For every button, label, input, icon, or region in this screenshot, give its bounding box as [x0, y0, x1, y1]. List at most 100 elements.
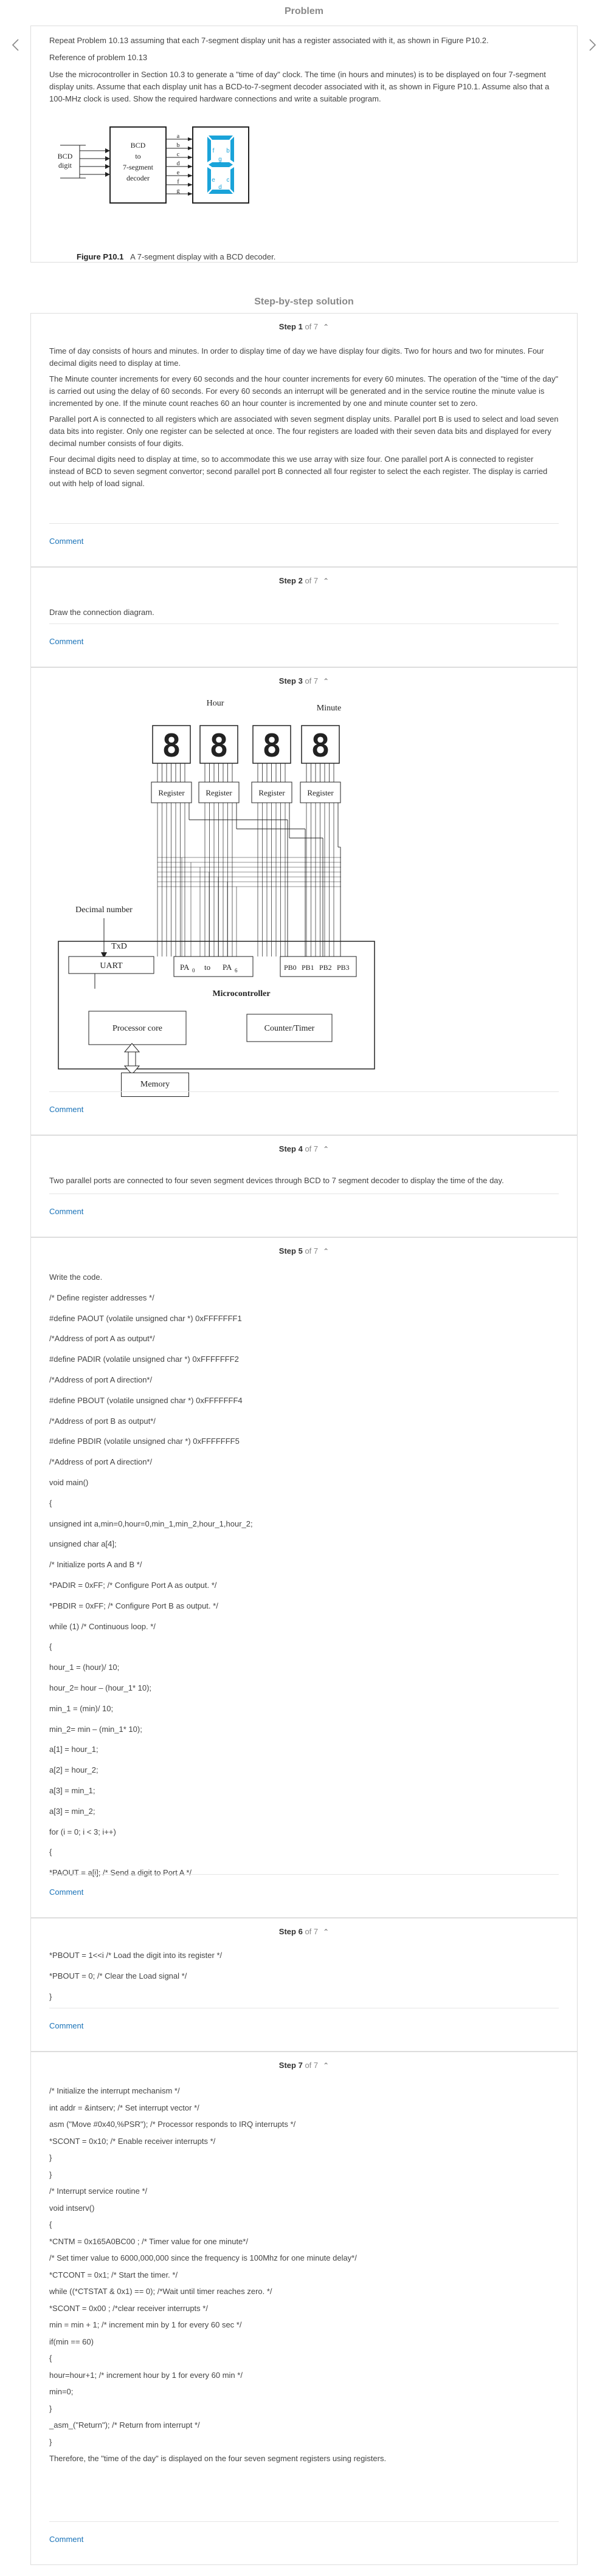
code-line: /*Address of port A direction*/	[49, 1375, 153, 1384]
seven-segment-display	[301, 725, 340, 764]
comment-link[interactable]: Comment	[49, 2021, 84, 2030]
chevron-up-icon[interactable]: ⌃	[323, 2061, 330, 2070]
seven-segment-glyph	[207, 136, 234, 194]
decimal-number-label: Decimal number	[75, 905, 133, 915]
code-line: unsigned int a,min=0,hour=0,min_1,min_2,…	[49, 1519, 253, 1528]
segment-letter: g	[177, 188, 180, 194]
code-line: unsigned char a[4];	[49, 1539, 117, 1549]
comment-link[interactable]: Comment	[49, 1207, 84, 1216]
microcontroller-label: Microcontroller	[212, 989, 270, 998]
code-line: int addr = &intserv; /* Set interrupt ve…	[49, 2103, 199, 2112]
code-line: /* Interrupt service routine */	[49, 2186, 148, 2196]
code-line: *PAOUT = a[i]; /* Send a digit to Port A…	[49, 1868, 192, 1878]
register-box	[151, 781, 192, 803]
code-line: {	[49, 2220, 52, 2229]
step-label: Step 4	[278, 1144, 303, 1153]
register-box	[251, 781, 292, 803]
divider	[49, 523, 559, 524]
segment-arrow	[188, 165, 193, 168]
code-line: {	[49, 1847, 52, 1857]
svg-text:PA: PA	[223, 963, 232, 972]
comment-link[interactable]: Comment	[49, 537, 84, 546]
step-header[interactable]: Step 4 of 7 ⌃	[31, 1136, 577, 1163]
chevron-up-icon[interactable]: ⌃	[323, 1928, 330, 1936]
svg-text:BCD: BCD	[131, 141, 146, 149]
connection-diagram: Hour Minute 8Register8Register8Register8…	[58, 699, 375, 1075]
processor-label: Processor core	[112, 1024, 162, 1033]
previous-arrow-icon[interactable]	[9, 38, 23, 52]
segment-letter: b	[177, 142, 180, 149]
code-line: min = min + 1; /* increment min by 1 for…	[49, 2320, 242, 2329]
code-line: }	[49, 2437, 52, 2447]
step-label: Step 2	[278, 576, 303, 585]
step-card-6: Step 6 of 7⌃ *PBOUT = 1<<i /* Load the d…	[30, 1918, 578, 2052]
step-of: of 7	[305, 1144, 319, 1153]
chevron-up-icon[interactable]: ⌃	[323, 577, 330, 585]
code-line: hour_2= hour – (hour_1* 10);	[49, 1683, 152, 1692]
step-header[interactable]: Step 7 of 7⌃	[31, 2052, 577, 2079]
code-line: for (i = 0; i < 3; i++)	[49, 1827, 116, 1836]
step-header[interactable]: Step 3 of 7⌃	[31, 668, 577, 695]
code-line: *PBOUT = 0; /* Clear the Load signal */	[49, 1971, 187, 1980]
problem-box: Repeat Problem 10.13 assuming that each …	[30, 26, 578, 263]
step-of: of 7	[305, 2061, 319, 2070]
code-line: }	[49, 2403, 52, 2413]
register-label: Register	[206, 788, 232, 797]
svg-text:7-segment: 7-segment	[123, 163, 154, 171]
step-label: Step 3	[278, 676, 303, 685]
code-line: void main()	[49, 1477, 89, 1487]
display-digit: 8	[162, 728, 181, 764]
step-header[interactable]: Step 5 of 7⌃	[31, 1238, 577, 1265]
chevron-up-icon[interactable]: ⌃	[323, 677, 330, 685]
step-card-2: Step 2 of 7⌃ Draw the connection diagram…	[30, 567, 578, 667]
segment-letter: d	[177, 160, 180, 167]
comment-link[interactable]: Comment	[49, 1887, 84, 1897]
comment-link[interactable]: Comment	[49, 637, 84, 646]
step-paragraph: Parallel port A is connected to all regi…	[49, 414, 559, 448]
next-arrow-icon[interactable]	[585, 38, 599, 52]
svg-text:c: c	[227, 177, 230, 184]
comment-link[interactable]: Comment	[49, 2535, 84, 2544]
svg-text:b: b	[226, 148, 230, 154]
step-header[interactable]: Step 1 of 7⌃	[31, 314, 577, 340]
bcd-decoder-diagram: BCD digit BCD to 7-segment decoder abcde…	[58, 126, 249, 204]
seven-segment-display	[152, 725, 191, 764]
chevron-up-icon[interactable]: ⌃	[323, 1145, 330, 1153]
problem-paragraph: Repeat Problem 10.13 assuming that each …	[49, 36, 489, 45]
step-paragraph: Time of day consists of hours and minute…	[49, 346, 544, 368]
code-line: }	[49, 1991, 52, 2001]
step-of: of 7	[305, 322, 319, 331]
divider	[49, 1874, 559, 1875]
svg-text:decoder: decoder	[126, 174, 150, 182]
processor-box	[88, 1011, 187, 1045]
code-line: #define PAOUT (volatile unsigned char *)…	[49, 1313, 242, 1323]
figure-caption: Figure P10.1 A 7-segment display with a …	[77, 251, 275, 263]
code-line: /* Set timer value to 6000,000,000 since…	[49, 2253, 357, 2262]
code-line: /* Initialize the interrupt mechanism */	[49, 2086, 180, 2095]
comment-link[interactable]: Comment	[49, 1105, 84, 1114]
segment-arrow	[188, 192, 193, 196]
chevron-up-icon[interactable]: ⌃	[323, 323, 330, 331]
segment-letter: a	[177, 133, 180, 140]
svg-text:PA: PA	[180, 963, 190, 972]
display-digit: 8	[262, 728, 281, 764]
code-line: {	[49, 2354, 52, 2363]
code-line: *CNTM = 0x165A0BC00 ; /* Timer value for…	[49, 2236, 248, 2246]
step-header[interactable]: Step 6 of 7⌃	[31, 1918, 577, 1945]
code-line: void intserv()	[49, 2203, 95, 2213]
step-header[interactable]: Step 2 of 7⌃	[31, 568, 577, 594]
segment-arrow	[188, 146, 193, 150]
code-line: *PBOUT = 1<<i /* Load the digit into its…	[49, 1951, 223, 1960]
segment-arrow	[188, 183, 193, 187]
step-card-7: Step 7 of 7⌃ /* Initialize the interrupt…	[30, 2052, 578, 2565]
svg-text:e: e	[212, 177, 215, 184]
uart-label: UART	[100, 961, 123, 970]
txd-label: TxD	[111, 942, 127, 951]
step-label: Step 5	[278, 1246, 303, 1255]
code-line: }	[49, 2169, 52, 2179]
chevron-up-icon[interactable]: ⌃	[323, 1247, 330, 1255]
seven-segment-display	[199, 725, 238, 764]
code-line: while (1) /* Continuous loop. */	[49, 1621, 156, 1631]
svg-text:to: to	[204, 963, 210, 972]
